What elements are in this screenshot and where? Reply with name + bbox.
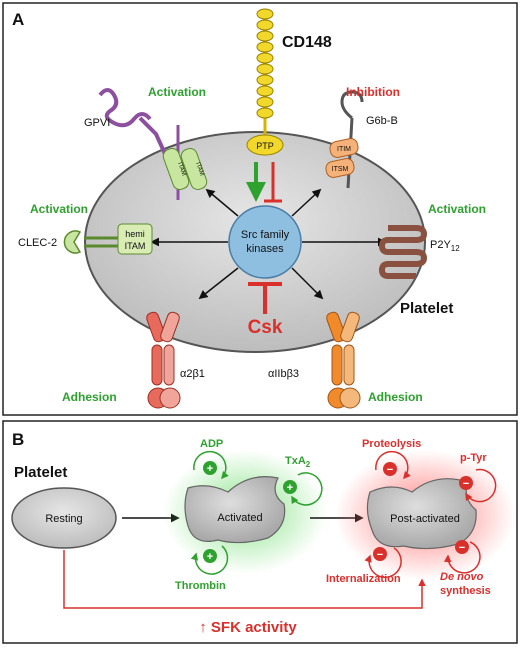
thrombin-label: Thrombin xyxy=(175,580,226,592)
hemi-itam-box xyxy=(117,223,153,255)
ptyr-minus-badge xyxy=(459,476,473,490)
aiib3-label: αIIbβ3 xyxy=(268,368,299,380)
post-activated-label: Post-activated xyxy=(390,513,460,525)
adp-loop xyxy=(193,450,229,480)
platelet-label-b: Platelet xyxy=(14,464,67,481)
activated-label: Activated xyxy=(217,512,262,524)
ptyr-minus: − xyxy=(463,478,469,490)
cd148-receptor xyxy=(246,8,284,156)
panel-a-letter: A xyxy=(12,10,24,29)
proteolysis-minus: − xyxy=(387,464,393,476)
txa2-loop xyxy=(291,472,323,506)
aiib3-integrin xyxy=(326,311,361,409)
internalization-minus: − xyxy=(377,549,383,561)
hemi-label-line1: hemi xyxy=(125,229,145,239)
proteolysis-label: Proteolysis xyxy=(362,438,421,450)
adp-label: ADP xyxy=(200,438,223,450)
internalization-loop xyxy=(364,547,402,578)
panel-b-letter: B xyxy=(12,430,24,449)
sfk-activity-label: ↑ SFK activity xyxy=(199,619,297,636)
p2y12-label: P2Y12 xyxy=(430,239,460,253)
txa2-label: TxA2 xyxy=(285,455,311,469)
post-activated-cell xyxy=(366,478,477,550)
itsm-label: ITSM xyxy=(332,166,349,173)
ptyr-loop xyxy=(465,468,497,503)
activated-cell xyxy=(184,476,286,544)
p2y12-status: Activation xyxy=(428,202,486,216)
p2y12-receptor xyxy=(378,225,428,279)
adp-plus: + xyxy=(207,463,213,475)
denovo-minus: − xyxy=(459,542,465,554)
panel-b-frame xyxy=(2,420,518,644)
clec2-receptor xyxy=(63,223,153,255)
g6b-label: G6b-B xyxy=(366,115,398,127)
denovo-minus-badge xyxy=(455,540,469,554)
ptp-domain xyxy=(246,134,284,156)
g6b-receptor xyxy=(325,90,364,189)
internalization-label: Internalization xyxy=(326,573,401,585)
sfk-label-line1: Src family xyxy=(241,229,290,241)
a2b1-integrin xyxy=(146,311,181,409)
itim-box xyxy=(329,138,359,158)
panel-a-frame xyxy=(2,2,518,416)
txa2-plus: + xyxy=(287,482,293,494)
denovo-loop xyxy=(443,541,481,574)
thrombin-loop xyxy=(190,545,229,575)
hemi-label-line2: ITAM xyxy=(125,241,146,251)
proteolysis-loop xyxy=(375,450,411,480)
a2b1-label: α2β1 xyxy=(180,368,205,380)
gpvi-status: Activation xyxy=(148,85,206,99)
g6b-status: Inhibition xyxy=(346,85,400,99)
proteolysis-minus-badge xyxy=(383,462,397,476)
denovo-label-line1: De novo xyxy=(440,571,484,583)
thrombin-plus-badge xyxy=(203,549,217,563)
itam-box-2 xyxy=(180,148,208,190)
ptyr-label: p-Tyr xyxy=(460,452,487,464)
itam-label-2: ITAM xyxy=(194,162,204,177)
clec2-label: CLEC-2 xyxy=(18,237,57,249)
cd148-label: CD148 xyxy=(282,34,332,51)
arrow-to-gpvi xyxy=(205,188,239,217)
csk-label: Csk xyxy=(248,317,283,338)
arrow-to-g6b xyxy=(291,188,322,217)
txa2-plus-badge xyxy=(283,480,297,494)
platelet-label-a: Platelet xyxy=(400,300,453,317)
a2b1-status: Adhesion xyxy=(62,390,117,404)
sfk-label-line2: kinases xyxy=(246,243,284,255)
internalization-minus-badge xyxy=(373,547,387,561)
clec2-status: Activation xyxy=(30,202,88,216)
itsm-box xyxy=(325,158,355,178)
denovo-label-line2: synthesis xyxy=(440,585,491,597)
adp-plus-badge xyxy=(203,461,217,475)
sfk-activity-bracket xyxy=(63,550,426,609)
aiib3-status: Adhesion xyxy=(368,390,423,404)
resting-cell xyxy=(11,487,117,549)
resting-label: Resting xyxy=(45,513,82,525)
ptp-label: PTP xyxy=(256,141,274,151)
thrombin-plus: + xyxy=(207,551,213,563)
arrow-to-aiib3 xyxy=(291,267,324,300)
sfk-circle xyxy=(228,205,302,279)
itam-label-1: ITAM xyxy=(176,162,186,177)
gpvi-receptor xyxy=(98,88,208,200)
gpvi-label: GPVI xyxy=(84,117,110,129)
itam-box-1 xyxy=(162,148,190,190)
arrow-to-a2b1 xyxy=(198,267,239,300)
itim-label: ITIM xyxy=(337,146,351,153)
